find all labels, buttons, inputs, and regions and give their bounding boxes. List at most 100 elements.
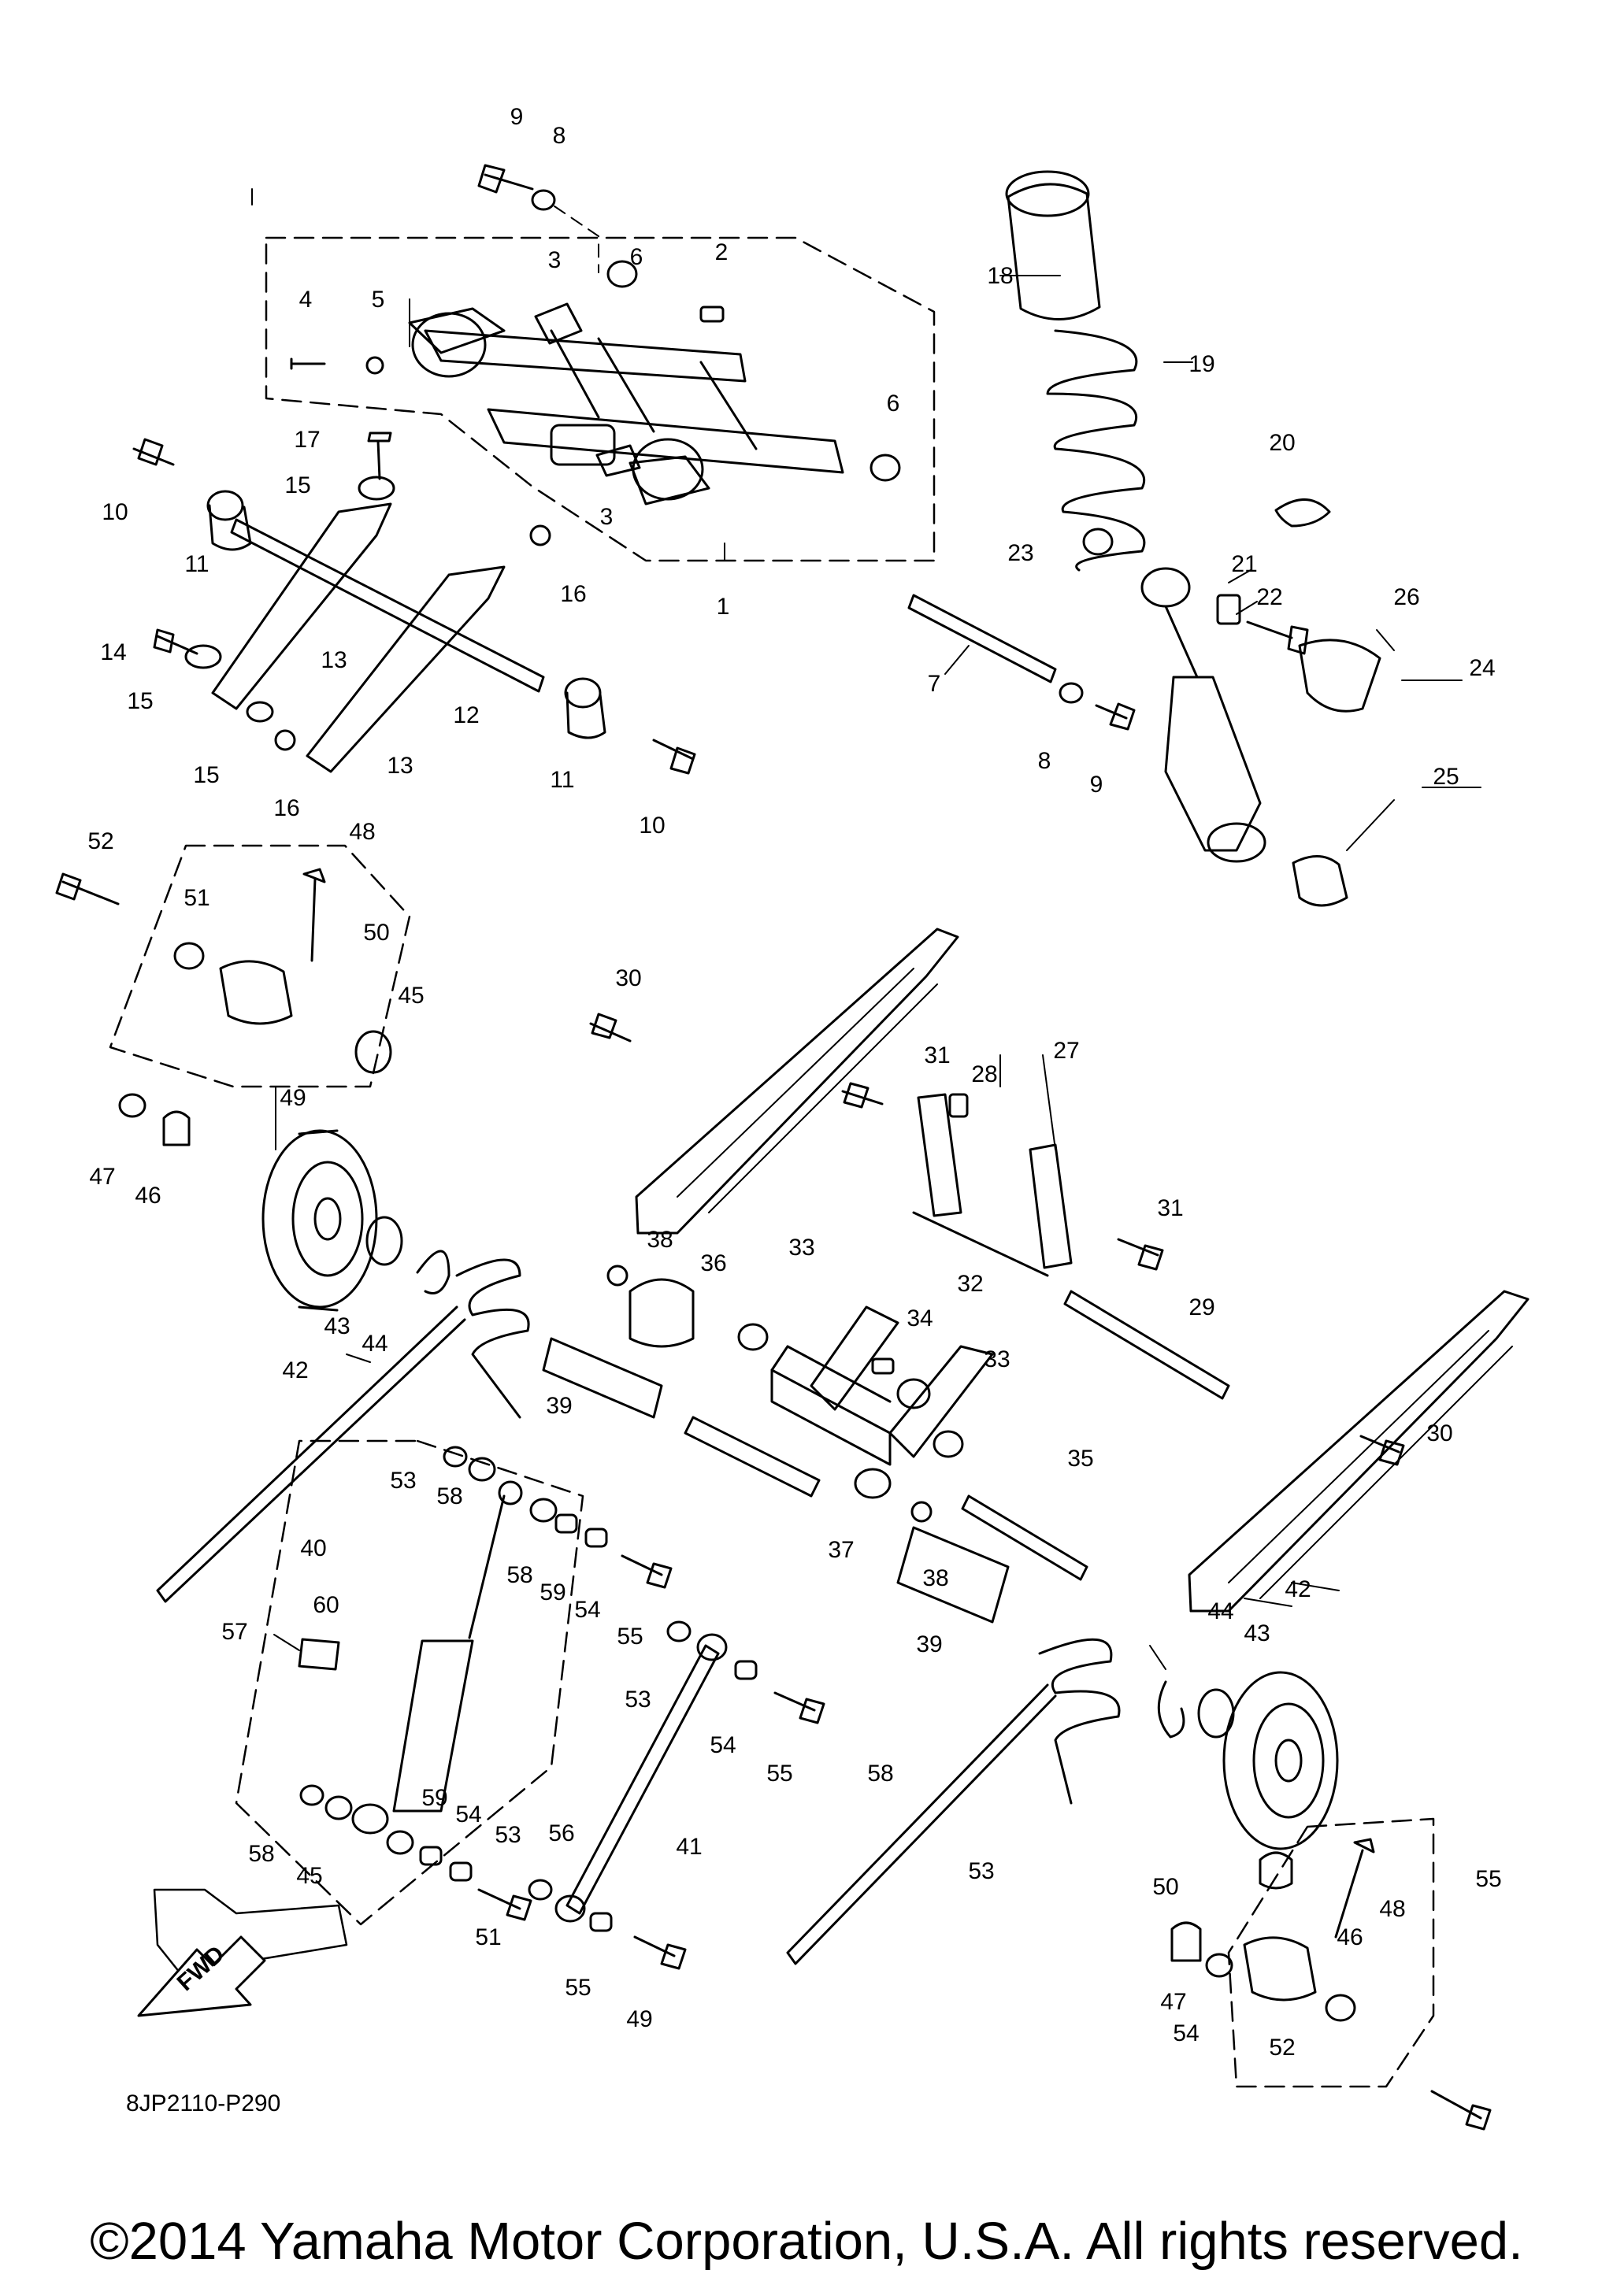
- part-54-a: [584, 1528, 608, 1548]
- part-4: [290, 357, 326, 370]
- callout-number: 42: [282, 1357, 308, 1383]
- part-45-right: [1259, 1851, 1293, 1890]
- part-45-left: [354, 1030, 392, 1074]
- callout-number: 33: [788, 1235, 814, 1261]
- callout-number: 59: [421, 1785, 447, 1811]
- rear-shock-part: [1005, 170, 1266, 863]
- callout-number: 44: [362, 1331, 387, 1357]
- callout-number: 31: [924, 1042, 950, 1068]
- callout-number: 24: [1469, 655, 1495, 681]
- bolt-50-right: [1334, 1838, 1375, 1939]
- callout-number: 55: [565, 1975, 591, 2001]
- callout-number: 7: [928, 671, 941, 697]
- callout-number: 10: [639, 813, 665, 839]
- copyright-notice: ©2014 Yamaha Motor Corporation, U.S.A. A…: [90, 2212, 1523, 2271]
- callout-number: 35: [1067, 1446, 1093, 1472]
- callout-number: 48: [349, 819, 375, 845]
- part-47-right: [1205, 1953, 1233, 1978]
- bolt-17: [367, 431, 392, 480]
- callout-number: 50: [1152, 1874, 1178, 1900]
- part-51-left: [173, 942, 205, 970]
- part-54-b: [449, 1861, 473, 1882]
- part-58-c: [324, 1795, 353, 1820]
- pin-35: [961, 1494, 1088, 1581]
- callout-number: 54: [1173, 2020, 1199, 2046]
- callout-number: 8: [553, 123, 566, 149]
- part-53-b: [299, 1784, 324, 1806]
- part-47-left: [118, 1093, 146, 1118]
- callout-number: 47: [1160, 1989, 1186, 2015]
- bolt-10-left: [132, 438, 175, 466]
- callout-number: 52: [1269, 2035, 1295, 2061]
- bolt-31-top: [841, 1082, 884, 1109]
- part-33-left: [737, 1323, 769, 1351]
- callout-number: 60: [313, 1592, 339, 1618]
- rail-left: [635, 928, 959, 1235]
- bolt-52-left: [55, 872, 120, 905]
- part-46-right: [1170, 1921, 1202, 1962]
- callout-number: 42: [1285, 1576, 1311, 1602]
- callout-number: 4: [299, 287, 313, 313]
- part-37: [854, 1468, 892, 1499]
- shaft-29: [1063, 1290, 1230, 1400]
- rear-link-13-right: [306, 565, 506, 773]
- part-54-d: [589, 1912, 613, 1932]
- idler-wheel-42-right: [1222, 1671, 1339, 1850]
- callout-number: 55: [617, 1624, 643, 1650]
- callout-number: 53: [495, 1822, 521, 1848]
- group-48-outline-right: [1227, 1817, 1435, 2088]
- callout-number: 6: [887, 391, 900, 417]
- idler-wheel-42-left: [261, 1129, 378, 1312]
- callout-number: 45: [398, 983, 424, 1009]
- callout-number: 46: [135, 1183, 161, 1209]
- part-44-right: [1157, 1680, 1185, 1739]
- bolt-22: [1246, 620, 1309, 655]
- callout-number: 51: [184, 885, 210, 911]
- part-2: [699, 306, 725, 323]
- part-20: [1274, 498, 1331, 528]
- callout-number: 54: [574, 1597, 600, 1623]
- callout-number: 59: [540, 1579, 565, 1605]
- callout-number: 21: [1231, 551, 1257, 577]
- callout-number: 32: [957, 1271, 983, 1297]
- part-6-right: [870, 454, 901, 482]
- shaft-main: [684, 1416, 821, 1498]
- part-3-bottom: [595, 444, 641, 477]
- callout-number: 58: [248, 1841, 274, 1867]
- part-23: [1082, 528, 1114, 556]
- callout-number: 45: [296, 1863, 322, 1889]
- bolt-55-b: [477, 1888, 532, 1921]
- part-36: [629, 1278, 695, 1348]
- washer-8-top: [531, 189, 556, 211]
- callout-number: 25: [1433, 764, 1459, 790]
- part-39-upper: [542, 1337, 663, 1419]
- callout-number: 43: [1244, 1620, 1270, 1646]
- callout-number: 26: [1393, 584, 1419, 610]
- rail-right: [1188, 1290, 1530, 1613]
- callout-number: 58: [867, 1761, 893, 1787]
- rear-arm-32: [770, 1305, 994, 1466]
- callout-number: 28: [971, 1061, 997, 1087]
- callout-number: 27: [1053, 1038, 1079, 1064]
- callout-number: 55: [766, 1761, 792, 1787]
- rear-link-13-left: [211, 502, 392, 710]
- callout-number: 36: [700, 1250, 726, 1276]
- group-48-outline-left: [109, 844, 411, 1088]
- callout-number: 43: [324, 1313, 350, 1339]
- bolt-55-a: [621, 1554, 673, 1589]
- bolt-55-d: [633, 1935, 687, 1970]
- part-53-c: [666, 1620, 692, 1642]
- bolt-10-right: [652, 739, 696, 775]
- callout-number: 46: [1337, 1924, 1363, 1950]
- fwd-arrow: [137, 1935, 266, 2017]
- callout-number: 23: [1007, 540, 1033, 566]
- bolt-30-top: [589, 1013, 632, 1042]
- part-26: [1298, 639, 1381, 713]
- callout-number: 41: [676, 1834, 702, 1860]
- callout-number: 30: [1426, 1420, 1452, 1446]
- bracket-49-left: [219, 960, 293, 1025]
- frame-stub: [153, 1888, 348, 1986]
- part-34: [871, 1357, 895, 1375]
- callout-number: 38: [922, 1565, 948, 1591]
